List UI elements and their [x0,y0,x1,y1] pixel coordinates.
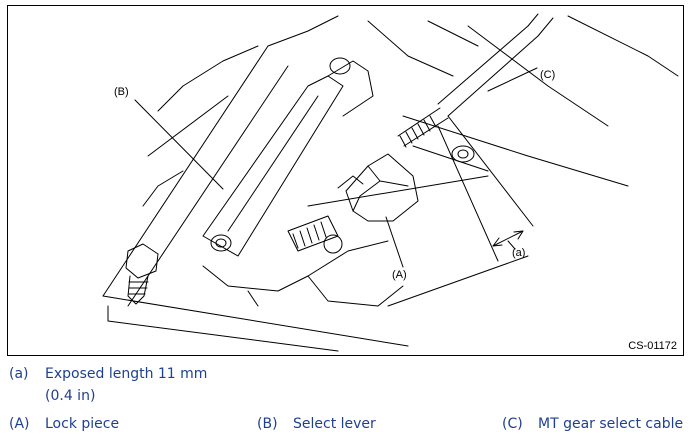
callout-c: (C) [540,69,556,81]
gear-linkage-illustration [102,13,679,352]
select-lever [202,57,374,257]
legend-row-abc: (A) Lock piece (B) Select lever (C) MT g… [0,416,690,436]
legend-key-lever: (B) [257,416,278,432]
bolt-center [287,215,343,254]
leader-lines [134,67,538,268]
lower-bracket [202,240,404,307]
select-cable [397,13,554,148]
legend-text-cable: MT gear select cable [538,416,684,432]
legend-text-lock: Lock piece [45,416,120,432]
legend-key-cable: (C) [502,416,523,432]
legend-text-a-imperial: (0.4 in) [45,388,96,404]
figure-frame: (B) (C) (A) (a) CS-01172 [7,5,684,356]
legend-row-a: (a) Exposed length 11 mm [0,366,690,386]
dimension-a [437,115,534,262]
figure-code: CS-01172 [628,340,677,352]
legend-key-a: (a) [9,366,29,382]
callout-b: (B) [114,86,129,98]
callout-a: (a) [512,247,526,259]
callout-lock-piece: (A) [392,269,407,281]
bolt-right [451,145,475,163]
legend-text-lever: Select lever [293,416,376,432]
housing-outline [102,15,679,352]
bolt-left [125,243,159,305]
legend-row-a-imperial: (0.4 in) [0,388,690,408]
legend-key-lock: (A) [9,416,30,432]
legend-text-a: Exposed length 11 mm [45,366,208,382]
lock-piece [337,153,419,222]
